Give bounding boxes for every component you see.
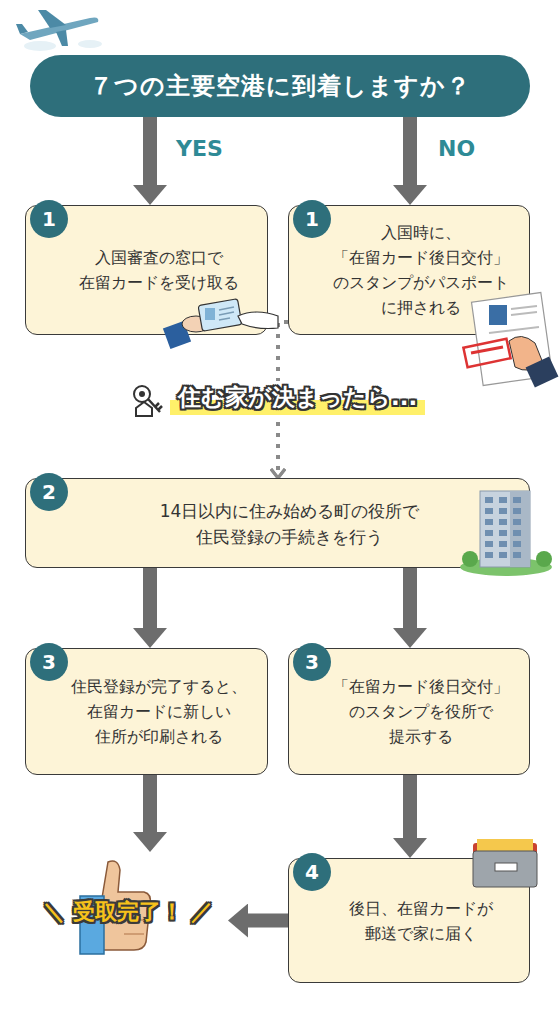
step-number: 3: [30, 643, 68, 681]
passport-stamp-illustration-part: [471, 347, 503, 353]
flow-arrow: [403, 775, 417, 838]
node-text: 「在留カード後日交付」 のスタンプを役所で 提示する: [327, 675, 515, 749]
building-windows-part: [499, 519, 507, 525]
building-windows-part: [485, 530, 493, 536]
node-text: ７つの主要空港に到着しますか？: [89, 70, 471, 102]
folder-illustration-part: [477, 839, 533, 851]
key-house-icon-part: [136, 402, 152, 416]
building-windows-part: [499, 530, 507, 536]
flow-arrow: [143, 568, 157, 628]
folder-illustration-part: [495, 863, 517, 871]
flow-arrow: [143, 117, 157, 185]
node-text: 14日以内に住み始める町の役所で 住民登録の手続きを行う: [140, 498, 440, 551]
city-hall-illustration-part: [462, 551, 478, 567]
node-text: 1: [305, 209, 319, 229]
process-box: 住民登録が完了すると、 在留カードに新しい 住所が印刷される 3: [25, 648, 268, 775]
process-box: 「在留カード後日交付」 のスタンプを役所で 提示する 3: [288, 648, 530, 775]
completion-badge: ＼ 受取完了！ ／: [28, 852, 228, 972]
building-windows-part: [513, 530, 521, 536]
card-hand-illustration-part: [198, 299, 242, 332]
flow-arrow: [403, 568, 417, 628]
airplane-icon-part: [38, 10, 66, 28]
building-windows: [485, 497, 521, 558]
node-text: 3: [305, 652, 319, 672]
process-box: 後日、在留カードが 郵送で家に届く 4: [288, 858, 530, 983]
process-box: 入国審査の窓口で 在留カードを受け取る 1: [25, 205, 268, 335]
building-windows-part: [513, 497, 521, 503]
card-hand-illustration-part: [219, 307, 234, 320]
step-number: 1: [30, 200, 68, 238]
node-text: 入国審査の窓口で 在留カードを受け取る: [64, 246, 253, 296]
flow-arrow: [143, 775, 157, 832]
card-hand-illustration-part: [163, 321, 191, 349]
step-number: 3: [293, 643, 331, 681]
passport-stamp-illustration-part: [463, 339, 510, 368]
flow-arrow: [248, 914, 288, 928]
passport-stamp-illustration-part: [489, 306, 539, 333]
building-windows-part: [499, 508, 507, 514]
node-text: 1: [42, 209, 56, 229]
city-hall-illustration-part: [480, 491, 530, 567]
node-text: 3: [42, 652, 56, 672]
step-number: 2: [30, 473, 68, 511]
building-windows-part: [513, 508, 521, 514]
card-hand-illustration-part: [205, 308, 215, 320]
city-hall-illustration-part: [536, 551, 552, 567]
key-house-icon-part: [139, 391, 145, 397]
building-windows-part: [499, 541, 507, 547]
airplane-icon: [16, 10, 102, 51]
building-windows-part: [485, 519, 493, 525]
passport-stamp-illustration-part: [471, 293, 552, 386]
building-windows-part: [485, 541, 493, 547]
question-banner: ７つの主要空港に到着しますか？: [30, 55, 530, 117]
flow-arrow: [403, 117, 417, 185]
step-number: 1: [293, 200, 331, 238]
building-windows-part: [513, 541, 521, 547]
building-windows-part: [513, 519, 521, 525]
airplane-icon-part: [56, 30, 68, 46]
building-windows-part: [499, 497, 507, 503]
process-box: 入国時に、 「在留カード後日交付」 のスタンプがパスポート に押される 1: [288, 205, 530, 335]
airplane-icon-part: [16, 24, 28, 34]
node-text: 4: [305, 862, 319, 882]
folder-illustration-part: [473, 851, 537, 887]
branch-label: NO: [438, 136, 475, 161]
building-windows-part: [485, 497, 493, 503]
process-box: 14日以内に住み始める町の役所で 住民登録の手続きを行う 2: [25, 478, 530, 568]
passport-stamp-illustration-part: [489, 305, 507, 325]
key-house-icon: [134, 386, 162, 416]
building-windows-part: [485, 552, 493, 558]
building-windows-part: [485, 508, 493, 514]
building-windows-part: [499, 552, 507, 558]
section-label: 住む家が決まったら...: [170, 381, 425, 415]
branch-label: YES: [176, 136, 223, 161]
folder-illustration: [469, 839, 541, 891]
node-text: 2: [42, 482, 56, 502]
city-hall-illustration-part: [510, 491, 530, 567]
building-windows-part: [513, 552, 521, 558]
passport-stamp-illustration-part: [526, 357, 559, 388]
airplane-icon-part: [78, 40, 102, 48]
city-hall-illustration-part: [460, 558, 552, 576]
card-hand-illustration-part: [182, 316, 210, 332]
step-number: 4: [293, 853, 331, 891]
node-text: 住民登録が完了すると、 在留カードに新しい 住所が印刷される: [64, 675, 253, 749]
node-text: 後日、在留カードが 郵送で家に届く: [327, 897, 515, 947]
passport-stamp-illustration-part: [509, 336, 543, 370]
folder-illustration-part: [473, 843, 537, 887]
card-hand-illustration-part: [238, 312, 278, 329]
node-text: ＼ 受取完了！ ／: [43, 897, 212, 927]
city-hall-illustration: [458, 487, 553, 577]
airplane-icon-part: [24, 41, 56, 51]
node-text: 入国時に、 「在留カード後日交付」 のスタンプがパスポート に押される: [327, 221, 515, 320]
passport-stamp-illustration: [459, 291, 554, 386]
card-hand-illustration: [166, 294, 286, 354]
